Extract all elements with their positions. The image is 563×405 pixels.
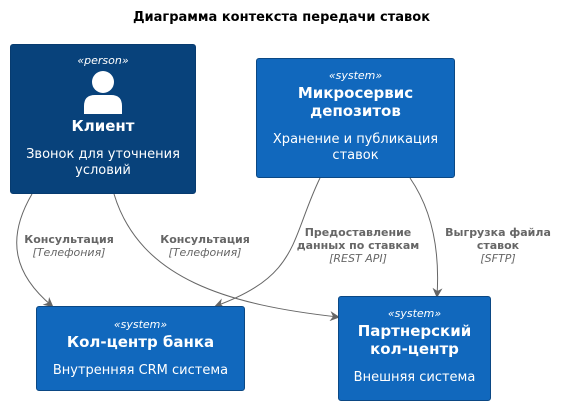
- deposit-service-name-line2: депозитов: [310, 102, 401, 120]
- edge-label-client-to-partner-name: Консультация: [160, 233, 250, 246]
- bank-callcenter-name: Кол-центр банка: [66, 333, 215, 351]
- edge-service-to-partner-callcenter: [409, 177, 443, 298]
- edge-service-to-bank-callcenter: [214, 177, 321, 308]
- partner-callcenter-name-line2: кол-центр: [370, 340, 459, 358]
- deposit-service-name-line1: Микросервис: [297, 84, 414, 102]
- edge-label-service-to-partner: Выгрузка файла ставок [SFTP]: [438, 226, 558, 265]
- edge-label-client-to-bank-tech: [Телефония]: [32, 246, 106, 259]
- edge-label-service-to-bank: Предоставление данных по ставкам [REST A…: [288, 226, 428, 265]
- partner-callcenter-description: Внешняя система: [353, 370, 476, 385]
- partner-callcenter-node: «system» Партнерский кол-центр Внешняя с…: [338, 296, 491, 401]
- partner-callcenter-stereotype: «system»: [387, 307, 442, 320]
- edge-client-to-bank-callcenter: [16, 193, 54, 308]
- edge-label-client-to-bank: Консультация [Телефония]: [14, 233, 124, 259]
- edge-label-service-to-bank-tech: [REST API]: [329, 252, 387, 265]
- client-description-line1: Звонок для уточнения: [26, 147, 180, 162]
- deposit-service-description-line2: ставок: [332, 148, 379, 163]
- deposit-service-node: «system» Микросервис депозитов Хранение …: [256, 58, 455, 178]
- client-name: Клиент: [71, 117, 135, 135]
- edge-label-service-to-bank-name2: данных по ставкам: [296, 239, 420, 252]
- client-description-line2: условий: [75, 163, 131, 178]
- edge-label-service-to-partner-name2: ставок: [476, 239, 520, 252]
- bank-callcenter-stereotype: «system»: [113, 318, 168, 331]
- diagram-title: Диаграмма контекста передачи ставок: [132, 10, 431, 25]
- edge-client-to-partner-callcenter: [113, 193, 340, 322]
- edge-label-client-to-bank-name: Консультация: [24, 233, 114, 246]
- deposit-service-stereotype: «system»: [328, 69, 383, 82]
- client-stereotype: «person»: [77, 54, 129, 67]
- person-icon: [11, 70, 195, 114]
- edge-label-client-to-partner: Консультация [Телефония]: [150, 233, 260, 259]
- bank-callcenter-node: «system» Кол-центр банка Внутренняя CRM …: [36, 306, 245, 391]
- client-node: «person» Клиент Звонок для уточнения усл…: [10, 44, 196, 194]
- edge-label-service-to-partner-tech: [SFTP]: [480, 252, 516, 265]
- edge-label-client-to-partner-tech: [Телефония]: [168, 246, 242, 259]
- bank-callcenter-description: Внутренняя CRM система: [52, 363, 229, 378]
- edge-label-service-to-partner-name1: Выгрузка файла: [445, 226, 551, 239]
- partner-callcenter-name-line1: Партнерский: [357, 322, 472, 340]
- deposit-service-description-line1: Хранение и публикация: [272, 132, 439, 147]
- edge-label-service-to-bank-name1: Предоставление: [304, 226, 412, 239]
